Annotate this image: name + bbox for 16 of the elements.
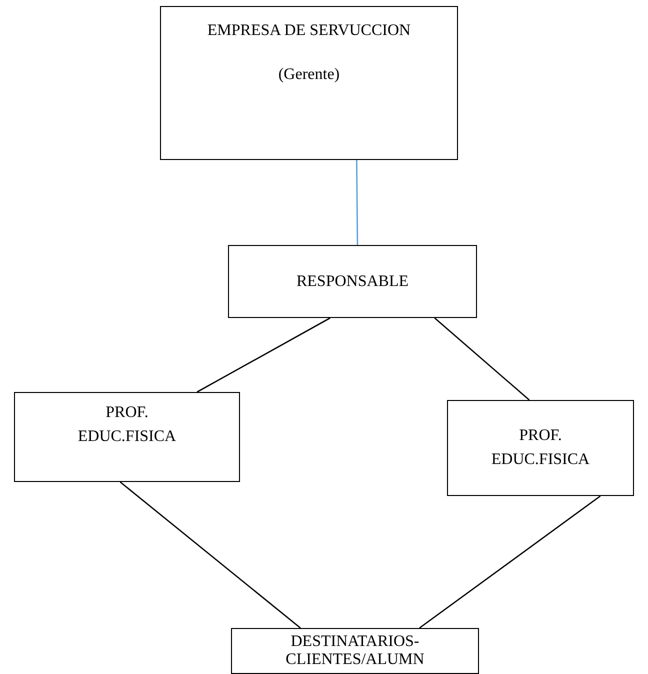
connector-line	[419, 495, 601, 629]
org-box	[228, 245, 477, 318]
box-label: PROF. EDUC.FISICA	[490, 426, 591, 470]
org-box	[160, 6, 458, 160]
box-label: PROF. EDUC.FISICA	[76, 403, 178, 447]
connector-line	[120, 482, 301, 628]
box-label: (Gerente)	[277, 65, 341, 85]
connector-line	[356, 160, 358, 245]
connector-line	[434, 318, 530, 400]
connector-line	[196, 317, 330, 393]
org-box	[14, 392, 240, 482]
box-label: RESPONSABLE	[295, 272, 410, 292]
box-label: EMPRESA DE SERVUCCION	[206, 21, 412, 41]
org-box	[231, 628, 479, 674]
org-box	[447, 400, 634, 496]
box-label: DESTINATARIOS- CLIENTES/ALUMN	[284, 633, 426, 669]
